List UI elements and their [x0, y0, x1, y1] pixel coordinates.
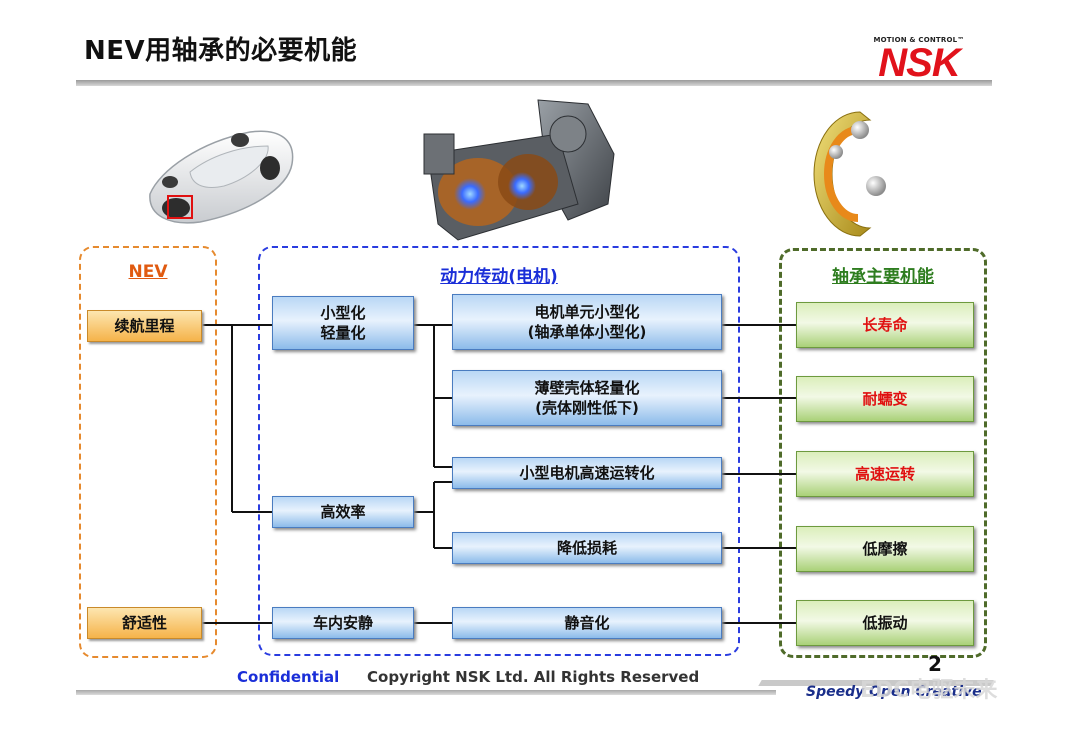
- logo-brand: NSK: [878, 41, 960, 85]
- nev-group-title: NEV: [128, 262, 168, 282]
- nsk-logo: MOTION & CONTROL™ NSK: [868, 36, 970, 85]
- function-high-speed: 高速运转: [796, 451, 974, 497]
- header-divider: [76, 80, 992, 86]
- footer-confidential: Confidential: [237, 668, 340, 686]
- page-title: NEV用轴承的必要机能: [84, 36, 358, 66]
- car-illustration: [149, 130, 294, 224]
- footer-divider: [76, 690, 776, 695]
- footer-copyright: Copyright NSK Ltd. All Rights Reserved: [367, 668, 700, 686]
- factor-compact-light: 小型化 轻量化: [272, 296, 414, 350]
- bearing-illustration: [813, 111, 886, 237]
- factor-efficiency: 高效率: [272, 496, 414, 528]
- logo-tagline: MOTION & CONTROL™: [873, 36, 965, 44]
- function-low-vibration: 低振动: [796, 600, 974, 646]
- function-long-life: 长寿命: [796, 302, 974, 348]
- measure-motor-unit-compact: 电机单元小型化 (轴承单体小型化): [452, 294, 722, 350]
- motor-illustration: [423, 99, 615, 241]
- nev-item-range: 续航里程: [87, 310, 202, 342]
- function-creep-resistance: 耐蠕变: [796, 376, 974, 422]
- bearing-group-title: 轴承主要机能: [832, 267, 934, 287]
- measure-quiet: 静音化: [452, 607, 722, 639]
- motor-group: [258, 246, 740, 656]
- function-low-friction: 低摩擦: [796, 526, 974, 572]
- watermark: EDC电驱未来: [860, 678, 998, 703]
- nev-group: [79, 246, 217, 658]
- page-number: 2: [928, 652, 942, 676]
- measure-high-speed: 小型电机高速运转化: [452, 457, 722, 489]
- nev-item-comfort: 舒适性: [87, 607, 202, 639]
- measure-loss-reduction: 降低损耗: [452, 532, 722, 564]
- factor-cabin-quiet: 车内安静: [272, 607, 414, 639]
- measure-thin-housing: 薄壁壳体轻量化 (壳体刚性低下): [452, 370, 722, 426]
- bearing-group: [779, 248, 987, 658]
- footer-slogan: Speedy Open Creative: [806, 684, 982, 700]
- motor-group-title: 动力传动(电机): [440, 267, 558, 287]
